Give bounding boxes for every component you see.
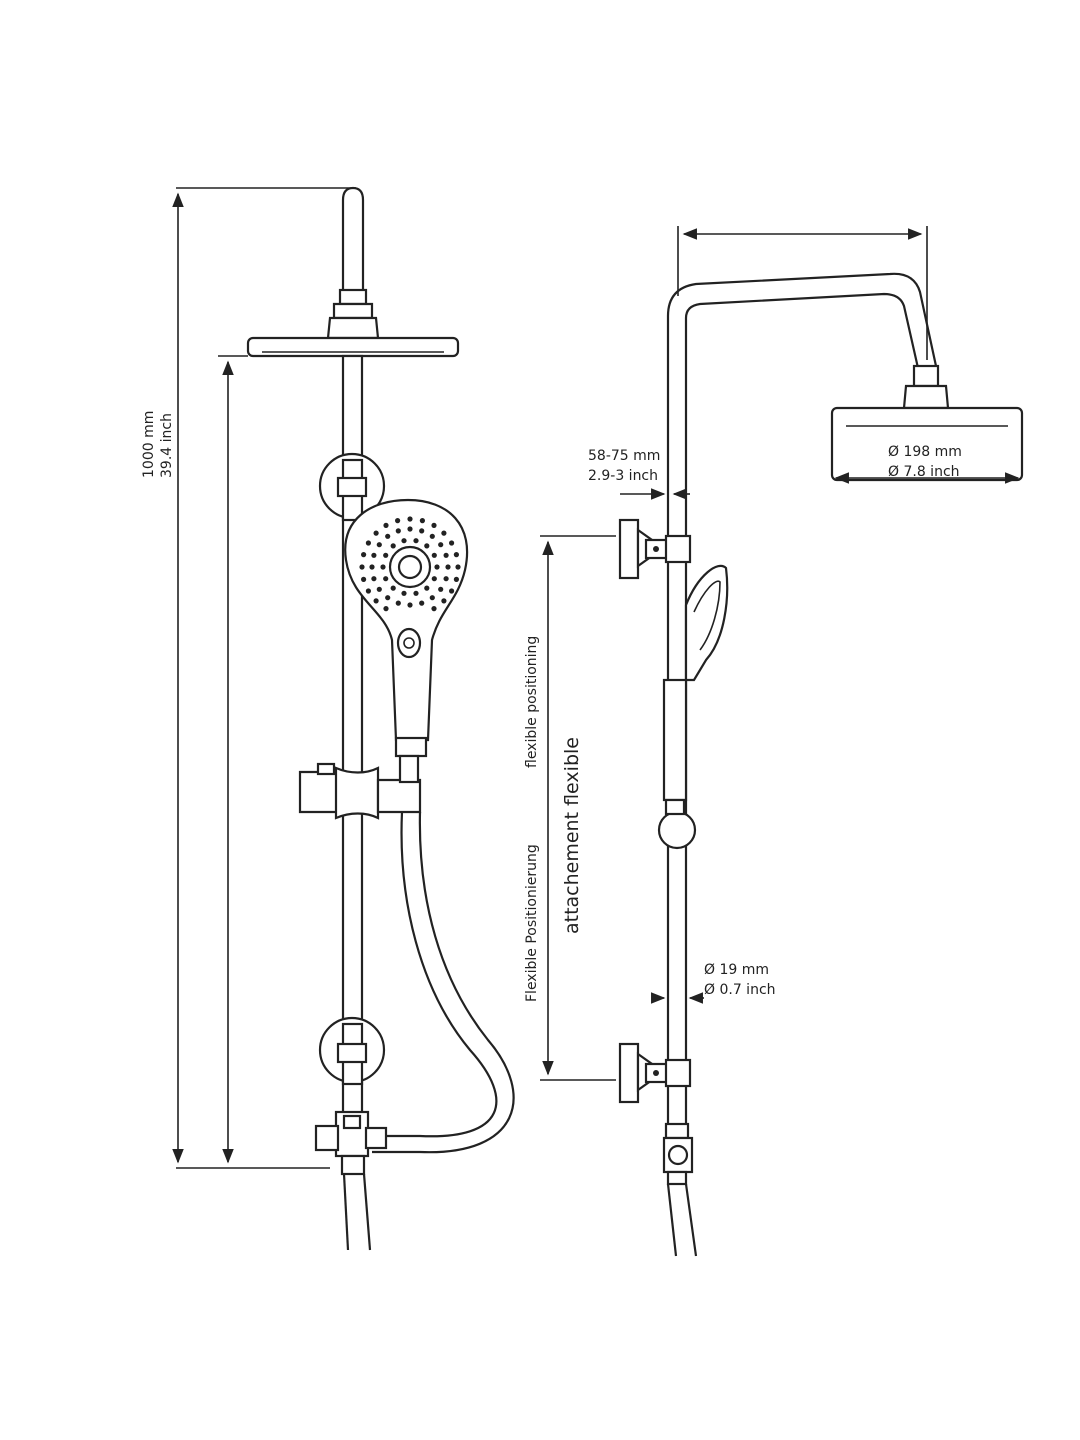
nozzle-dot xyxy=(429,595,435,601)
nozzle-dot xyxy=(431,522,437,529)
nozzle-dot xyxy=(395,518,401,524)
nozzle-dot xyxy=(395,528,401,534)
height-inch-label: 39.4 inch xyxy=(159,413,175,478)
rain-shower-head xyxy=(246,336,460,358)
nozzle-dot xyxy=(373,530,379,536)
shower-hose xyxy=(372,811,515,1154)
nozzle-dot xyxy=(455,564,461,570)
height-mm-label: 1000 mm xyxy=(141,411,157,478)
nozzle-dot xyxy=(424,543,430,549)
nozzle-dot xyxy=(424,585,430,591)
nozzle-dot xyxy=(401,590,407,596)
nozzle-dot xyxy=(443,576,449,582)
nozzle-dot xyxy=(449,588,455,594)
nozzle-dot xyxy=(371,552,377,558)
nozzle-dot xyxy=(376,542,382,548)
nozzle-dot xyxy=(385,533,391,539)
nozzle-dot xyxy=(376,586,382,592)
wall-distance-mm: 58-75 mm xyxy=(588,448,660,464)
nozzle-dot xyxy=(413,590,419,596)
nozzle-dot xyxy=(438,586,444,592)
nozzle-dot xyxy=(407,526,413,532)
shower-arm xyxy=(326,186,380,340)
nozzle-pattern xyxy=(359,516,461,612)
nozzle-dot xyxy=(431,576,437,582)
nozzle-dot xyxy=(453,552,459,558)
nozzle-dot xyxy=(371,576,377,582)
head-diameter-inch: Ø 7.8 inch xyxy=(888,464,960,480)
flexible-range-dimension xyxy=(540,535,616,1081)
nozzle-dot xyxy=(373,598,379,604)
nozzle-dot xyxy=(390,585,396,591)
nozzle-dot xyxy=(449,540,455,546)
flexible-positionierung-label: Flexible Positionierung xyxy=(524,844,540,1002)
nozzle-dot xyxy=(383,522,389,529)
side-lower-bracket xyxy=(618,1042,692,1104)
diverter-valve xyxy=(314,1110,388,1176)
nozzle-dot xyxy=(383,606,389,612)
nozzle-dot xyxy=(438,542,444,548)
nozzle-dot xyxy=(431,606,437,612)
nozzle-dot xyxy=(419,600,425,606)
nozzle-dot xyxy=(359,564,365,570)
rail-diameter-mm: Ø 19 mm xyxy=(704,962,769,978)
nozzle-dot xyxy=(390,543,396,549)
nozzle-dot xyxy=(361,576,367,583)
hand-shower xyxy=(344,498,469,758)
attachement-flexible-label: attachement flexible xyxy=(561,737,583,934)
front-view: 1000 mm 39.4 inch xyxy=(141,186,515,1251)
nozzle-dot xyxy=(453,576,459,583)
nozzle-dot xyxy=(407,602,413,608)
nozzle-dot xyxy=(365,540,371,546)
flexible-positioning-label: flexible positioning xyxy=(524,636,540,768)
nozzle-dot xyxy=(441,530,447,536)
nozzle-dot xyxy=(383,576,389,582)
upper-wall-bracket xyxy=(318,452,386,522)
side-upper-bracket xyxy=(618,518,692,580)
rail-diameter-inch: Ø 0.7 inch xyxy=(704,982,776,998)
nozzle-dot xyxy=(395,600,401,606)
nozzle-dot xyxy=(369,564,375,570)
nozzle-dot xyxy=(380,564,386,570)
side-diverter xyxy=(662,1122,694,1186)
nozzle-dot xyxy=(419,528,425,534)
nozzle-dot xyxy=(413,538,419,544)
head-diameter-mm: Ø 198 mm xyxy=(888,444,962,460)
nozzle-dot xyxy=(419,518,425,524)
height-dimension xyxy=(172,187,356,1169)
projection-dimension xyxy=(677,226,928,360)
nozzle-dot xyxy=(361,552,367,558)
nozzle-dot xyxy=(431,552,437,558)
supply-hose xyxy=(342,1173,372,1251)
nozzle-dot xyxy=(385,595,391,601)
side-supply-hose xyxy=(666,1183,698,1257)
lower-wall-bracket xyxy=(318,1016,386,1086)
side-hand-shower xyxy=(657,564,729,850)
nozzle-dot xyxy=(434,564,440,570)
nozzle-dot xyxy=(407,516,413,522)
nozzle-dot xyxy=(401,538,407,544)
side-view: Ø 198 mm Ø 7.8 inch 58-75 mm 2.9-3 inch xyxy=(524,226,1024,1257)
nozzle-dot xyxy=(443,552,449,558)
nozzle-dot xyxy=(445,564,451,570)
nozzle-dot xyxy=(429,533,435,539)
nozzle-dot xyxy=(441,598,447,604)
nozzle-dot xyxy=(365,588,371,594)
nozzle-dot xyxy=(383,552,389,558)
wall-distance-inch: 2.9-3 inch xyxy=(588,468,658,484)
